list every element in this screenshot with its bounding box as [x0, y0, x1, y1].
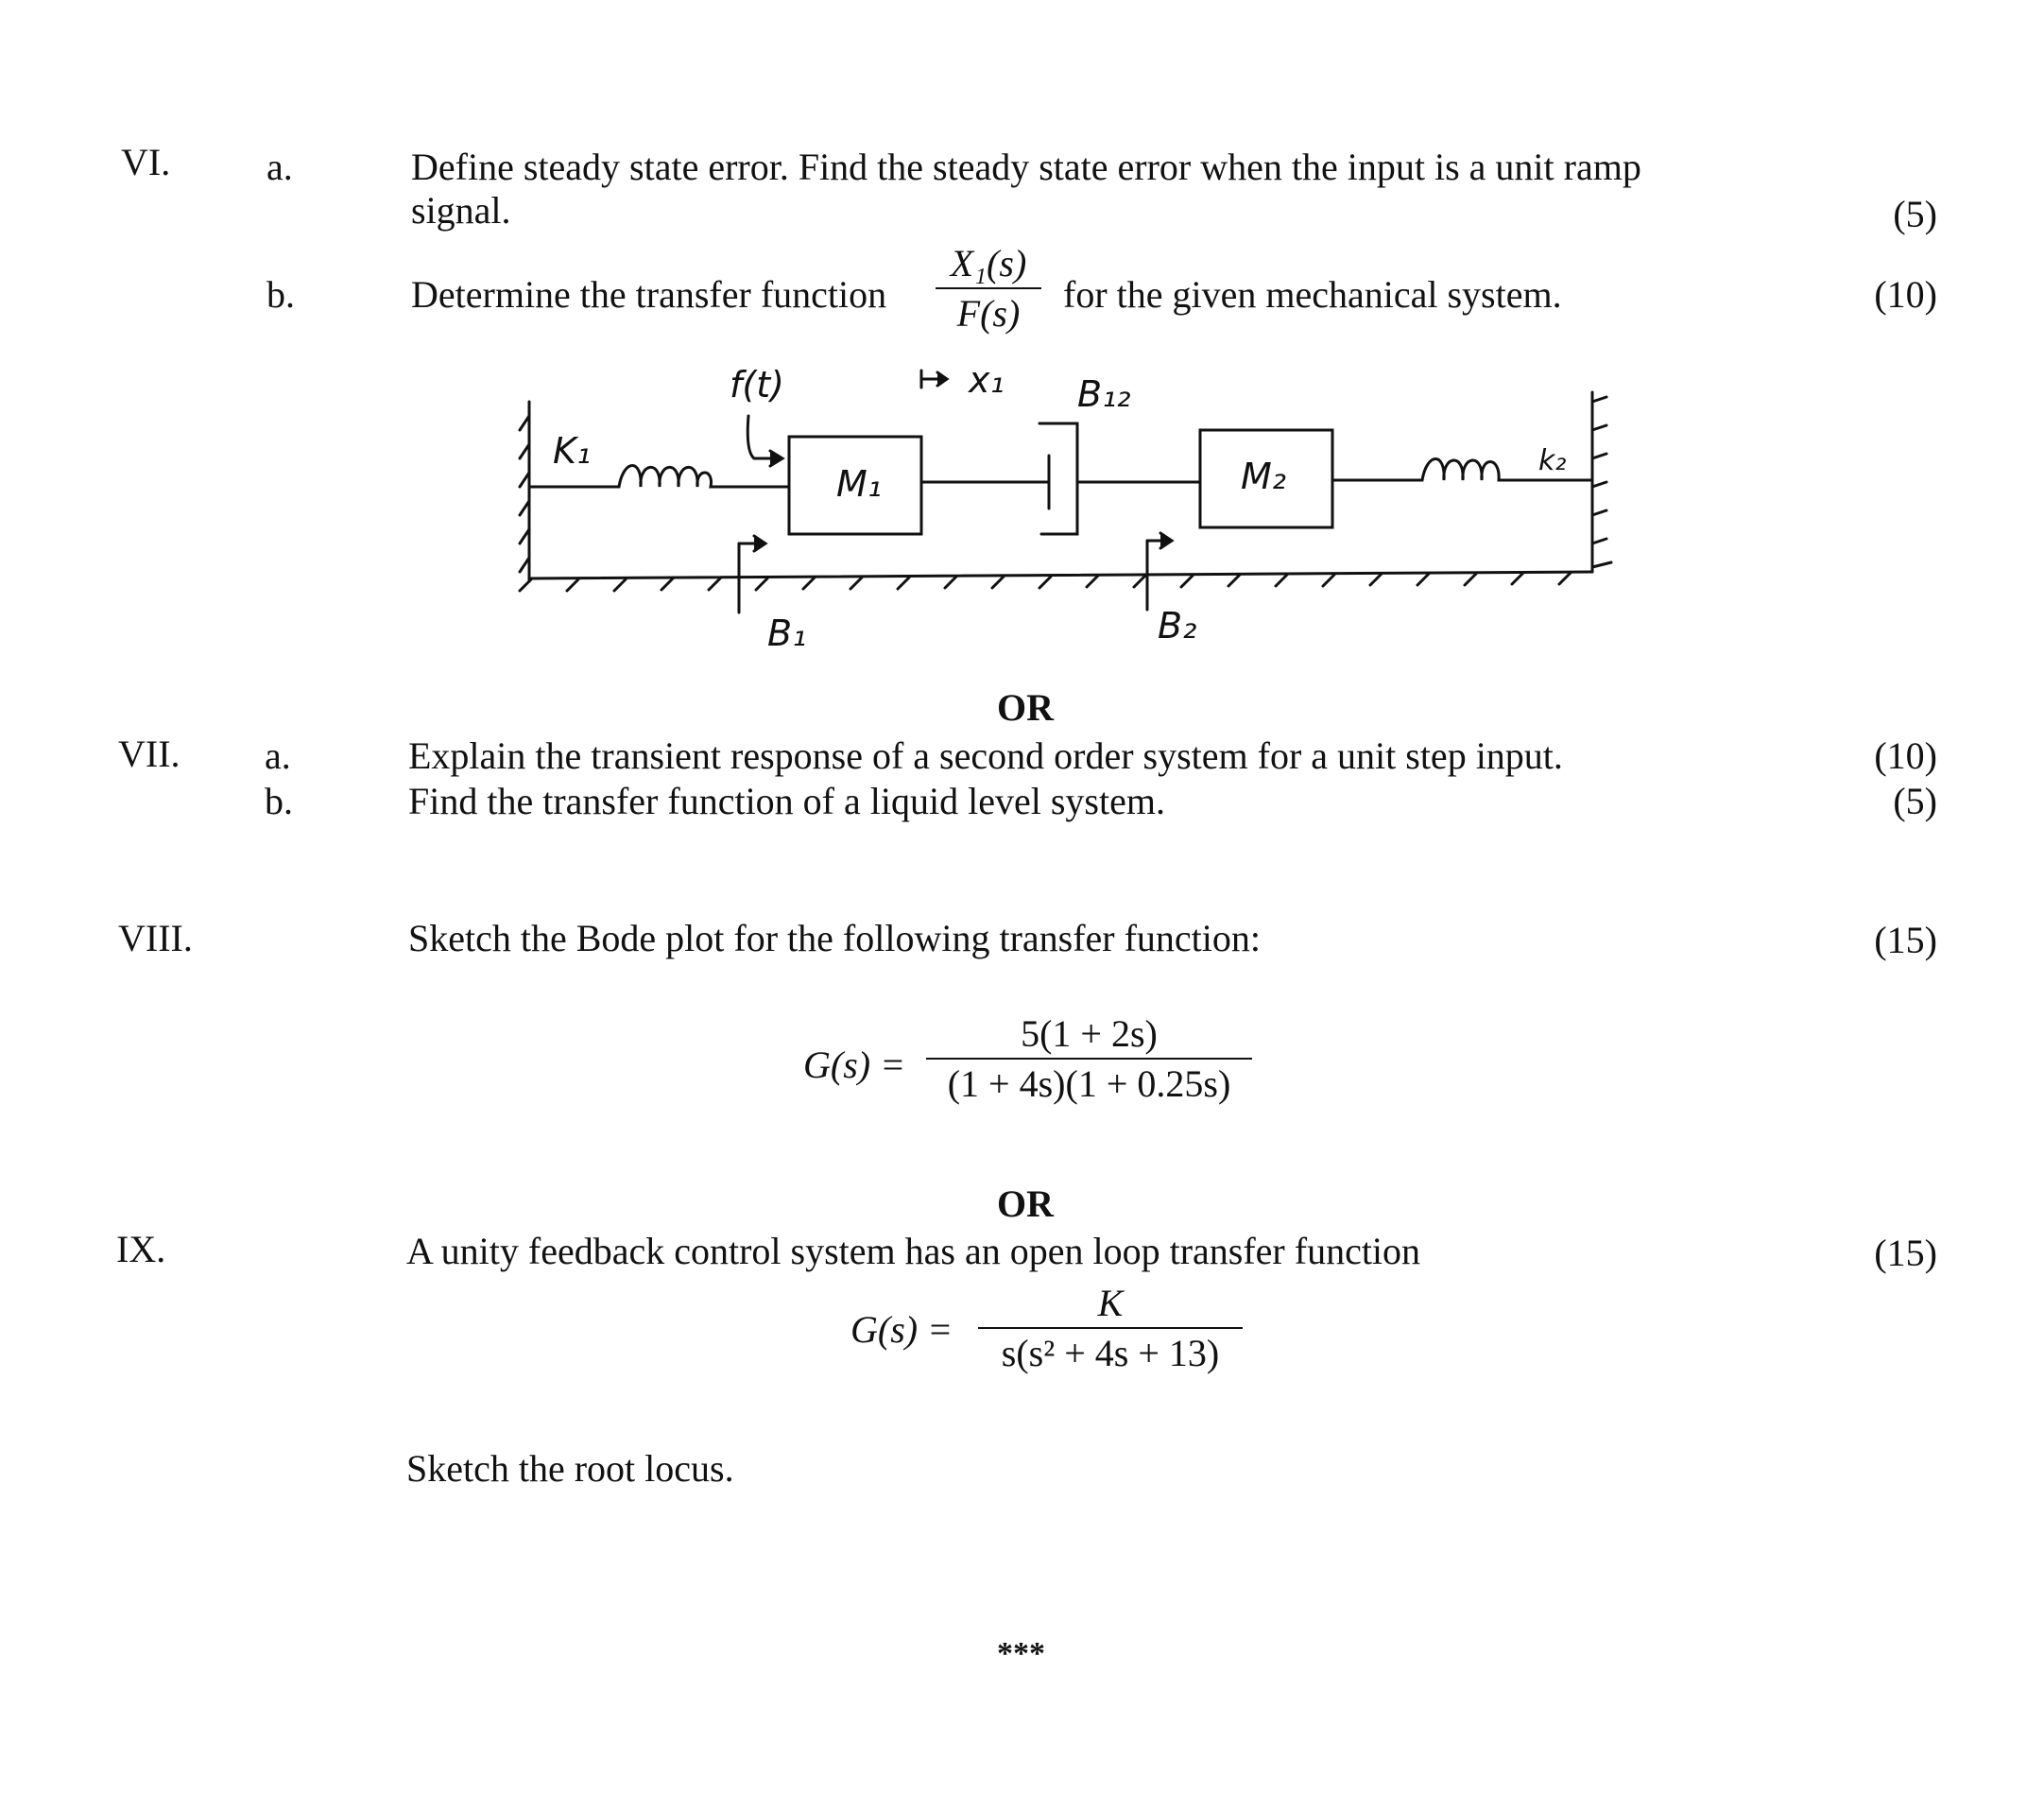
- ground-hatch: [518, 571, 1572, 593]
- q7-number: VII.: [118, 733, 180, 775]
- q6b-numerator: X₁(s): [950, 242, 1027, 285]
- left-wall-hatch: [518, 414, 531, 574]
- label-m2: M₂: [1241, 456, 1287, 497]
- q8-number: VIII.: [118, 917, 193, 959]
- or-divider-2: OR: [997, 1182, 1054, 1225]
- q9-number: IX.: [116, 1228, 166, 1270]
- q6a-marks: (5): [1893, 193, 1937, 235]
- friction-b1: [737, 534, 768, 614]
- force-arrow: [746, 414, 785, 468]
- q9-numerator: K: [1097, 1282, 1124, 1324]
- q8-lhs: G(s) =: [803, 1044, 906, 1086]
- label-x1: x₁: [969, 359, 1005, 401]
- fraction-bar: [936, 287, 1041, 289]
- q7a-letter: a.: [265, 734, 291, 777]
- q6b-denominator: F(s): [956, 292, 1021, 335]
- q9-denominator: s(s² + 4s + 13): [1001, 1332, 1220, 1374]
- q6a-text-line1: Define steady state error. Find the stea…: [411, 146, 1641, 188]
- spring-k1: [527, 464, 791, 489]
- fraction-bar: [926, 1058, 1252, 1060]
- q6a-letter: a.: [266, 146, 293, 188]
- q6b-text-after: for the given mechanical system.: [1063, 273, 1562, 316]
- ground-line: [527, 570, 1594, 580]
- friction-b2: [1145, 531, 1175, 612]
- q7b-letter: b.: [265, 780, 293, 822]
- label-force: f(t): [730, 364, 784, 405]
- q6a-text-line2: signal.: [411, 189, 511, 232]
- q9-lhs: G(s) =: [850, 1308, 953, 1351]
- q9-tail: Sketch the root locus.: [406, 1447, 734, 1490]
- q7a-marks: (10): [1874, 734, 1937, 777]
- q7b-marks: (5): [1893, 780, 1937, 822]
- q9-text: A unity feedback control system has an o…: [406, 1230, 1421, 1272]
- label-b2: B₂: [1158, 605, 1197, 647]
- label-m1: M₁: [836, 463, 883, 505]
- end-marker: ***: [997, 1636, 1045, 1671]
- damper-b12: [1038, 422, 1202, 536]
- q9-fraction: K s(s² + 4s + 13): [978, 1281, 1243, 1375]
- q8-text: Sketch the Bode plot for the following t…: [408, 917, 1262, 959]
- q6b-marks: (10): [1874, 273, 1937, 316]
- mechanical-system-diagram: [518, 369, 1613, 614]
- q7a-text: Explain the transient response of a seco…: [408, 734, 1563, 777]
- label-b1: B₁: [767, 612, 807, 654]
- q9-marks: (15): [1874, 1232, 1937, 1274]
- q6-number: VI.: [121, 141, 171, 183]
- mass-m1: [787, 435, 923, 536]
- q8-fraction: 5(1 + 2s) (1 + 4s)(1 + 0.25s): [926, 1011, 1252, 1106]
- q7b-text: Find the transfer function of a liquid l…: [408, 780, 1165, 822]
- label-k2: k₂: [1538, 444, 1567, 477]
- right-wall-hatch: [1590, 395, 1613, 569]
- q6b-letter: b.: [266, 273, 295, 316]
- q8-marks: (15): [1874, 919, 1937, 961]
- q8-denominator: (1 + 4s)(1 + 0.25s): [947, 1062, 1231, 1105]
- label-b12: B₁₂: [1077, 373, 1131, 415]
- q6b-text-before: Determine the transfer function: [411, 273, 887, 316]
- spring-k2: [1331, 457, 1594, 482]
- label-k1: K₁: [553, 430, 592, 472]
- q6b-fraction: X₁(s) F(s): [936, 241, 1041, 336]
- displacement-arrow: [919, 369, 950, 389]
- q8-numerator: 5(1 + 2s): [1021, 1012, 1158, 1055]
- or-divider-1: OR: [997, 686, 1054, 729]
- fraction-bar: [978, 1327, 1243, 1329]
